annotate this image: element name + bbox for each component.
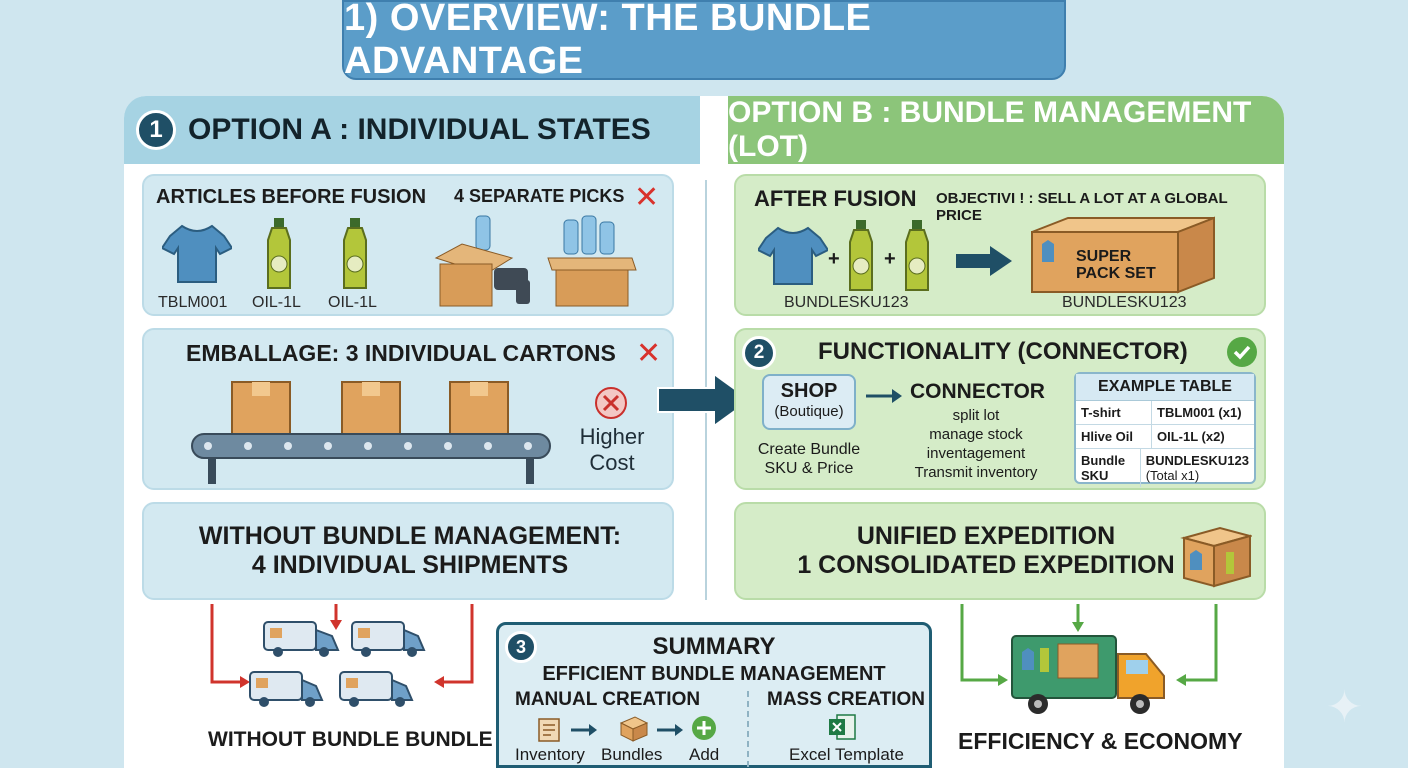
fusion-objective: OBJECTIVI ! : SELL A LOT AT A GLOBAL PRI… bbox=[936, 190, 1228, 224]
article-label: OIL-1L bbox=[328, 294, 377, 311]
article-label: OIL-1L bbox=[252, 294, 301, 311]
cost-label: Higher Cost bbox=[579, 424, 645, 475]
arrow-right-icon bbox=[657, 724, 683, 736]
arrow-right-icon bbox=[956, 246, 1012, 276]
bundle-box-icon bbox=[619, 716, 649, 742]
transition-arrow-icon bbox=[657, 372, 752, 428]
articles-title: ARTICLES BEFORE FUSION bbox=[156, 186, 427, 208]
table-row: Bundle SKU BUNDLESKU123 (Total x1) bbox=[1076, 449, 1254, 487]
shop-box: SHOP (Boutique) bbox=[762, 374, 856, 430]
oil-bottle-icon bbox=[343, 218, 367, 289]
table-row: Hlive Oil OIL-1L (x2) bbox=[1076, 425, 1254, 449]
manual-step-label: Add bbox=[689, 745, 720, 764]
option-b-header: OPTION B : BUNDLE MANAGEMENT (LOT) bbox=[728, 96, 1284, 164]
manual-step-label: Bundles bbox=[601, 745, 663, 764]
summary-subtitle: EFFICIENT BUNDLE MANAGEMENT bbox=[542, 663, 886, 685]
shipment-arrows-icon bbox=[210, 604, 474, 688]
add-icon bbox=[692, 716, 716, 740]
oil-bottle-icon bbox=[267, 218, 291, 289]
functionality-box: 2 FUNCTIONALITY (CONNECTOR) SHOP (Boutiq… bbox=[734, 328, 1266, 490]
tshirt-icon bbox=[758, 226, 828, 285]
option-b-footer: EFFICIENCY & ECONOMY bbox=[958, 728, 1243, 754]
picking-boxes-icon bbox=[434, 215, 637, 307]
articles-box: ARTICLES BEFORE FUSION 4 SEPARATE PICKS … bbox=[142, 174, 674, 316]
delivery-truck-icon bbox=[1011, 635, 1165, 714]
delivery-vans-icon bbox=[249, 621, 426, 707]
functionality-number: 2 bbox=[742, 336, 776, 370]
packaging-x-icon: ✕ bbox=[636, 337, 662, 370]
super-pack-box-icon bbox=[1031, 216, 1215, 294]
bundle-sku-left: BUNDLESKU123 bbox=[784, 294, 909, 311]
connector-lines: split lot manage stock inventagement Tra… bbox=[914, 407, 1038, 481]
summary-box: 3 SUMMARY EFFICIENT BUNDLE MANAGEMENT MA… bbox=[496, 622, 932, 768]
option-b-heading: OPTION B : BUNDLE MANAGEMENT (LOT) bbox=[728, 96, 1252, 163]
oil-bottle-icon bbox=[849, 220, 873, 291]
inventory-icon bbox=[538, 718, 560, 742]
sparkle-icon: ✦ bbox=[1326, 683, 1363, 732]
super-pack-label: SUPER PACK SET bbox=[1076, 248, 1156, 282]
option-a-header: 1 OPTION A : INDIVIDUAL STATES bbox=[124, 96, 700, 164]
expedition-text: UNIFIED EXPEDITION 1 CONSOLIDATED EXPEDI… bbox=[797, 522, 1175, 579]
picks-x-icon: ✕ bbox=[634, 181, 660, 214]
shipments-box: WITHOUT BUNDLE MANAGEMENT: 4 INDIVIDUAL … bbox=[142, 502, 674, 600]
option-a-heading: OPTION A : INDIVIDUAL STATES bbox=[188, 113, 651, 146]
oil-bottle-icon bbox=[905, 220, 929, 291]
summary-number: 3 bbox=[505, 631, 537, 663]
article-label: TBLM001 bbox=[158, 294, 228, 311]
packaging-box: EMBALLAGE: 3 INDIVIDUAL CARTONS ✕ Higher… bbox=[142, 328, 674, 490]
option-a-number: 1 bbox=[136, 110, 176, 150]
summary-divider bbox=[747, 691, 749, 767]
expedition-box: UNIFIED EXPEDITION 1 CONSOLIDATED EXPEDI… bbox=[734, 502, 1266, 600]
plus-sign: + bbox=[828, 248, 840, 270]
check-icon bbox=[1227, 337, 1257, 367]
picks-label: 4 SEPARATE PICKS bbox=[454, 186, 625, 206]
consolidated-box-icon bbox=[1180, 526, 1252, 588]
shop-title: SHOP bbox=[780, 380, 838, 402]
arrow-right-icon bbox=[866, 389, 902, 403]
manual-step-label: Inventory bbox=[515, 745, 585, 764]
fusion-box: AFTER FUSION OBJECTIVI ! : SELL A LOT AT… bbox=[734, 174, 1266, 316]
arrow-right-icon bbox=[571, 724, 597, 736]
expedition-arrows-icon bbox=[960, 604, 1218, 686]
functionality-title: FUNCTIONALITY (CONNECTOR) bbox=[818, 338, 1188, 365]
mass-step-label: Excel Template bbox=[789, 745, 904, 764]
table-row: T-shirt TBLM001 (x1) bbox=[1076, 401, 1254, 425]
example-table: EXAMPLE TABLE T-shirt TBLM001 (x1) Hlive… bbox=[1074, 372, 1256, 487]
bundle-sku-right: BUNDLESKU123 bbox=[1062, 294, 1187, 311]
tshirt-icon bbox=[162, 224, 232, 283]
conveyor-belt-icon bbox=[191, 381, 551, 484]
connector-title: CONNECTOR bbox=[910, 380, 1045, 403]
shop-subtitle: (Boutique) bbox=[774, 403, 844, 420]
excel-icon bbox=[829, 714, 856, 740]
summary-title: SUMMARY bbox=[652, 633, 776, 660]
option-a-footer: WITHOUT BUNDLE BUNDLE bbox=[208, 728, 493, 751]
shipments-text: WITHOUT BUNDLE MANAGEMENT: 4 INDIVIDUAL … bbox=[198, 522, 622, 579]
mass-creation-title: MASS CREATION bbox=[767, 689, 925, 710]
plus-sign: + bbox=[884, 248, 896, 270]
fusion-title: AFTER FUSION bbox=[754, 186, 917, 211]
cost-x-icon bbox=[595, 387, 627, 419]
page-title: 1) OVERVIEW: THE BUNDLE ADVANTAGE bbox=[342, 0, 1066, 82]
packaging-title: EMBALLAGE: 3 INDIVIDUAL CARTONS bbox=[186, 340, 616, 366]
shop-description: Create Bundle SKU & Price bbox=[757, 441, 861, 477]
example-table-title: EXAMPLE TABLE bbox=[1076, 374, 1254, 401]
manual-creation-title: MANUAL CREATION bbox=[515, 689, 701, 710]
